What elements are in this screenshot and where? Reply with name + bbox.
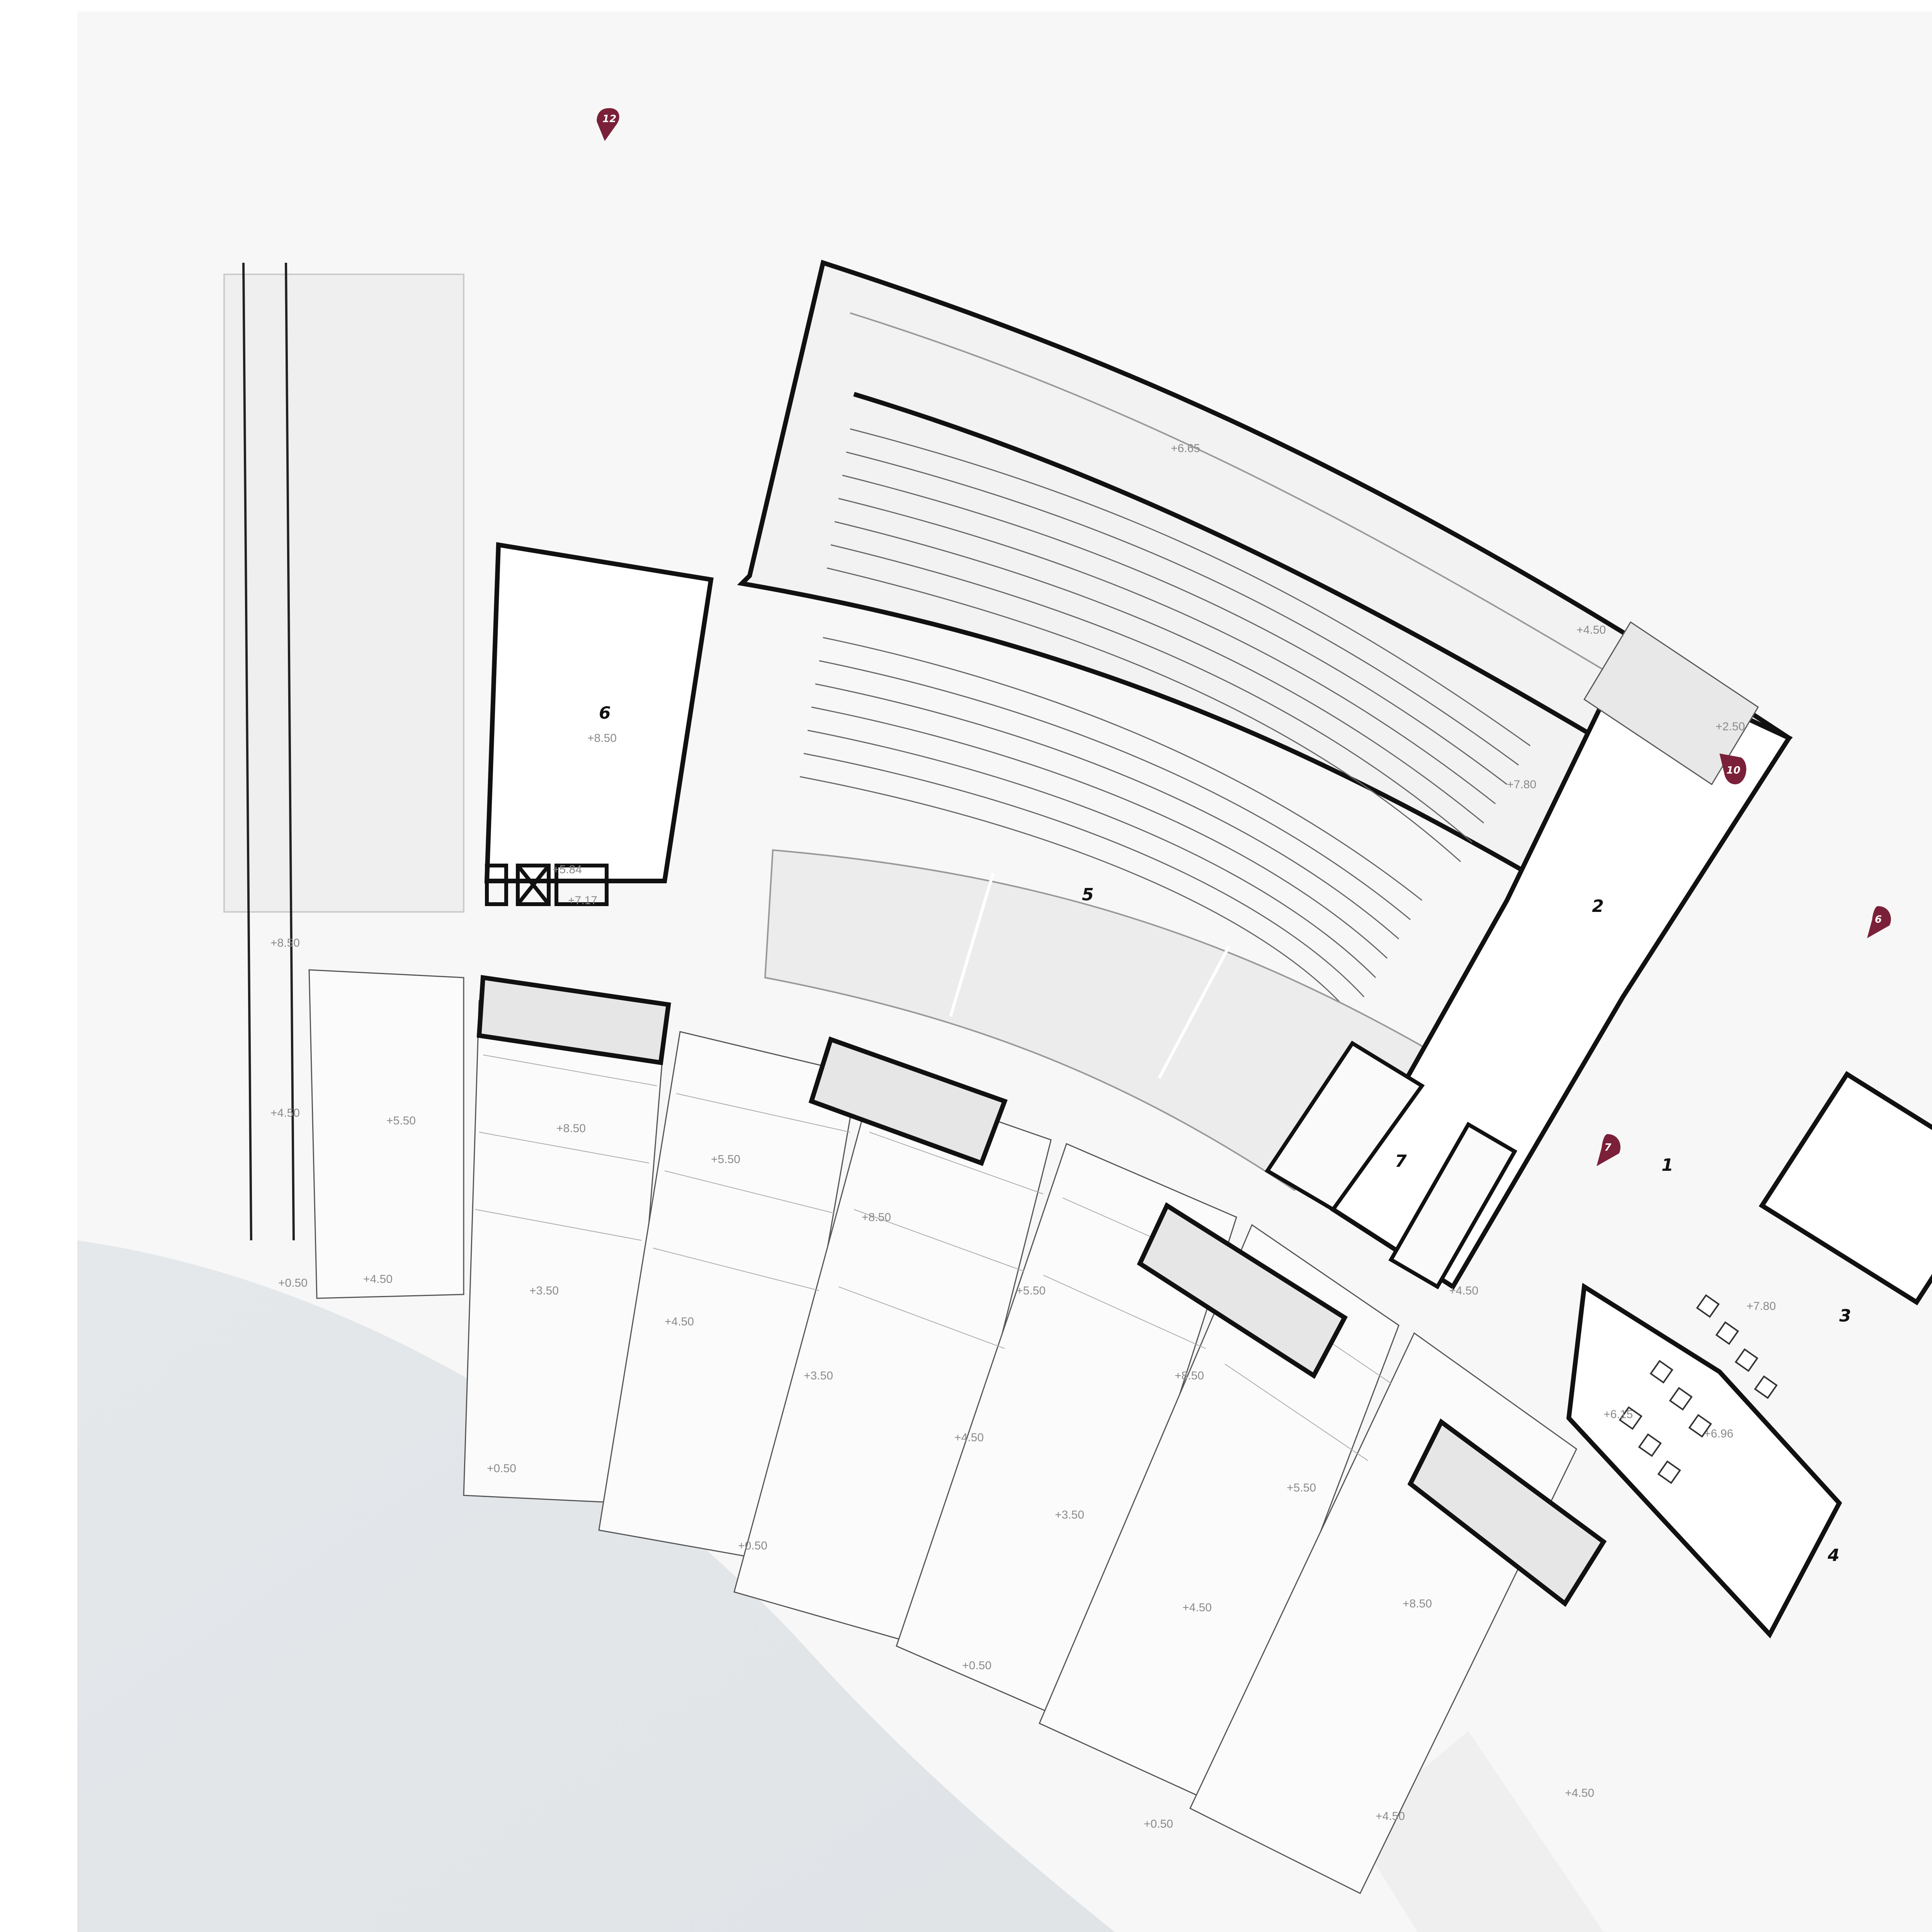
foyer-lobby [1330,658,1793,1290]
map-pin-icon [1597,1134,1621,1166]
map-pin-icon [597,108,619,141]
elevation-label: +8.50 [556,1122,586,1135]
elevation-label: +8.50 [1175,1369,1204,1382]
elevation-label: +4.50 [954,1431,984,1444]
location-marker-7[interactable]: 7 [1597,1134,1621,1166]
pavilions [476,975,1607,1607]
room-label-3: 3 [1839,1306,1851,1326]
svg-text:7: 7 [1604,1142,1612,1153]
elevation-label: +0.50 [1144,1818,1173,1830]
room-label-6: 6 [599,703,611,723]
room-label-1: 1 [1662,1155,1673,1175]
water-area [77,1240,1115,1932]
elevation-label: +5.84 [553,863,582,876]
floor-c-plan-panel: 1 2 3 4 5 6 7 +6.65 +4.50 +2.50 +7.80 +8… [77,12,1932,1932]
room-label-7: 7 [1395,1151,1407,1171]
floor-c-plan-drawing: 1 2 3 4 5 6 7 +6.65 +4.50 +2.50 +7.80 +8… [77,108,1932,1932]
elevation-label: +3.50 [529,1284,559,1297]
elevation-label: +4.50 [1577,624,1606,636]
elevation-label: +0.50 [738,1539,767,1552]
elevation-label: +8.50 [270,937,300,949]
auditorium-seating [799,428,1531,1017]
room-label-5: 5 [1082,885,1094,905]
artist-foyer-block [484,542,714,883]
location-marker-12[interactable]: 12 [597,108,619,141]
elevation-label: +0.50 [487,1462,516,1475]
terrace-lines [475,1054,1391,1461]
cafe-tables [1619,1294,1778,1484]
elevation-label: +7.80 [1507,778,1536,791]
elevation-label: +4.50 [1449,1284,1478,1297]
elevation-label: +8.50 [587,732,617,745]
location-marker-6[interactable]: 6 [1867,906,1891,938]
elevation-label: +8.50 [862,1211,891,1224]
elevation-label: +3.50 [804,1369,833,1382]
elevation-label: +5.50 [386,1114,416,1127]
elevation-label: +0.50 [278,1277,308,1289]
elevation-label: +3.50 [1055,1509,1084,1521]
elevation-label: +0.50 [962,1659,992,1672]
svg-text:12: 12 [602,113,616,125]
cafe-block [1566,1071,1932,1639]
elevation-label: +5.50 [1016,1284,1046,1297]
elevation-label: +4.50 [1565,1787,1594,1799]
elevation-label: +8.50 [1403,1597,1432,1610]
elevation-label: +4.50 [665,1315,694,1328]
elevation-label: +4.50 [1182,1601,1212,1614]
elevation-label: +6.15 [1604,1408,1633,1421]
svg-text:10: 10 [1726,765,1740,776]
elevation-label: +7.80 [1747,1300,1776,1313]
lift-stair-core [485,864,609,906]
elevation-label: +6.65 [1171,442,1200,455]
elevation-label: +4.50 [1376,1810,1405,1823]
room-label-4: 4 [1827,1546,1840,1565]
elevation-label: +7.17 [568,894,597,907]
map-pin-icon [1867,906,1891,938]
toilet-block [1264,1041,1517,1289]
map-pin-icon [1719,753,1747,784]
elevation-label: +5.50 [711,1153,740,1166]
elevation-label: +6.96 [1704,1427,1733,1440]
svg-text:6: 6 [1875,914,1882,925]
room-label-2: 2 [1592,896,1604,916]
elevation-label: +4.50 [270,1107,300,1119]
elevation-label: +4.50 [363,1273,393,1286]
location-marker-10[interactable]: 10 [1719,753,1747,784]
elevation-label: +5.50 [1287,1481,1316,1494]
elevation-label: +2.50 [1716,720,1745,733]
